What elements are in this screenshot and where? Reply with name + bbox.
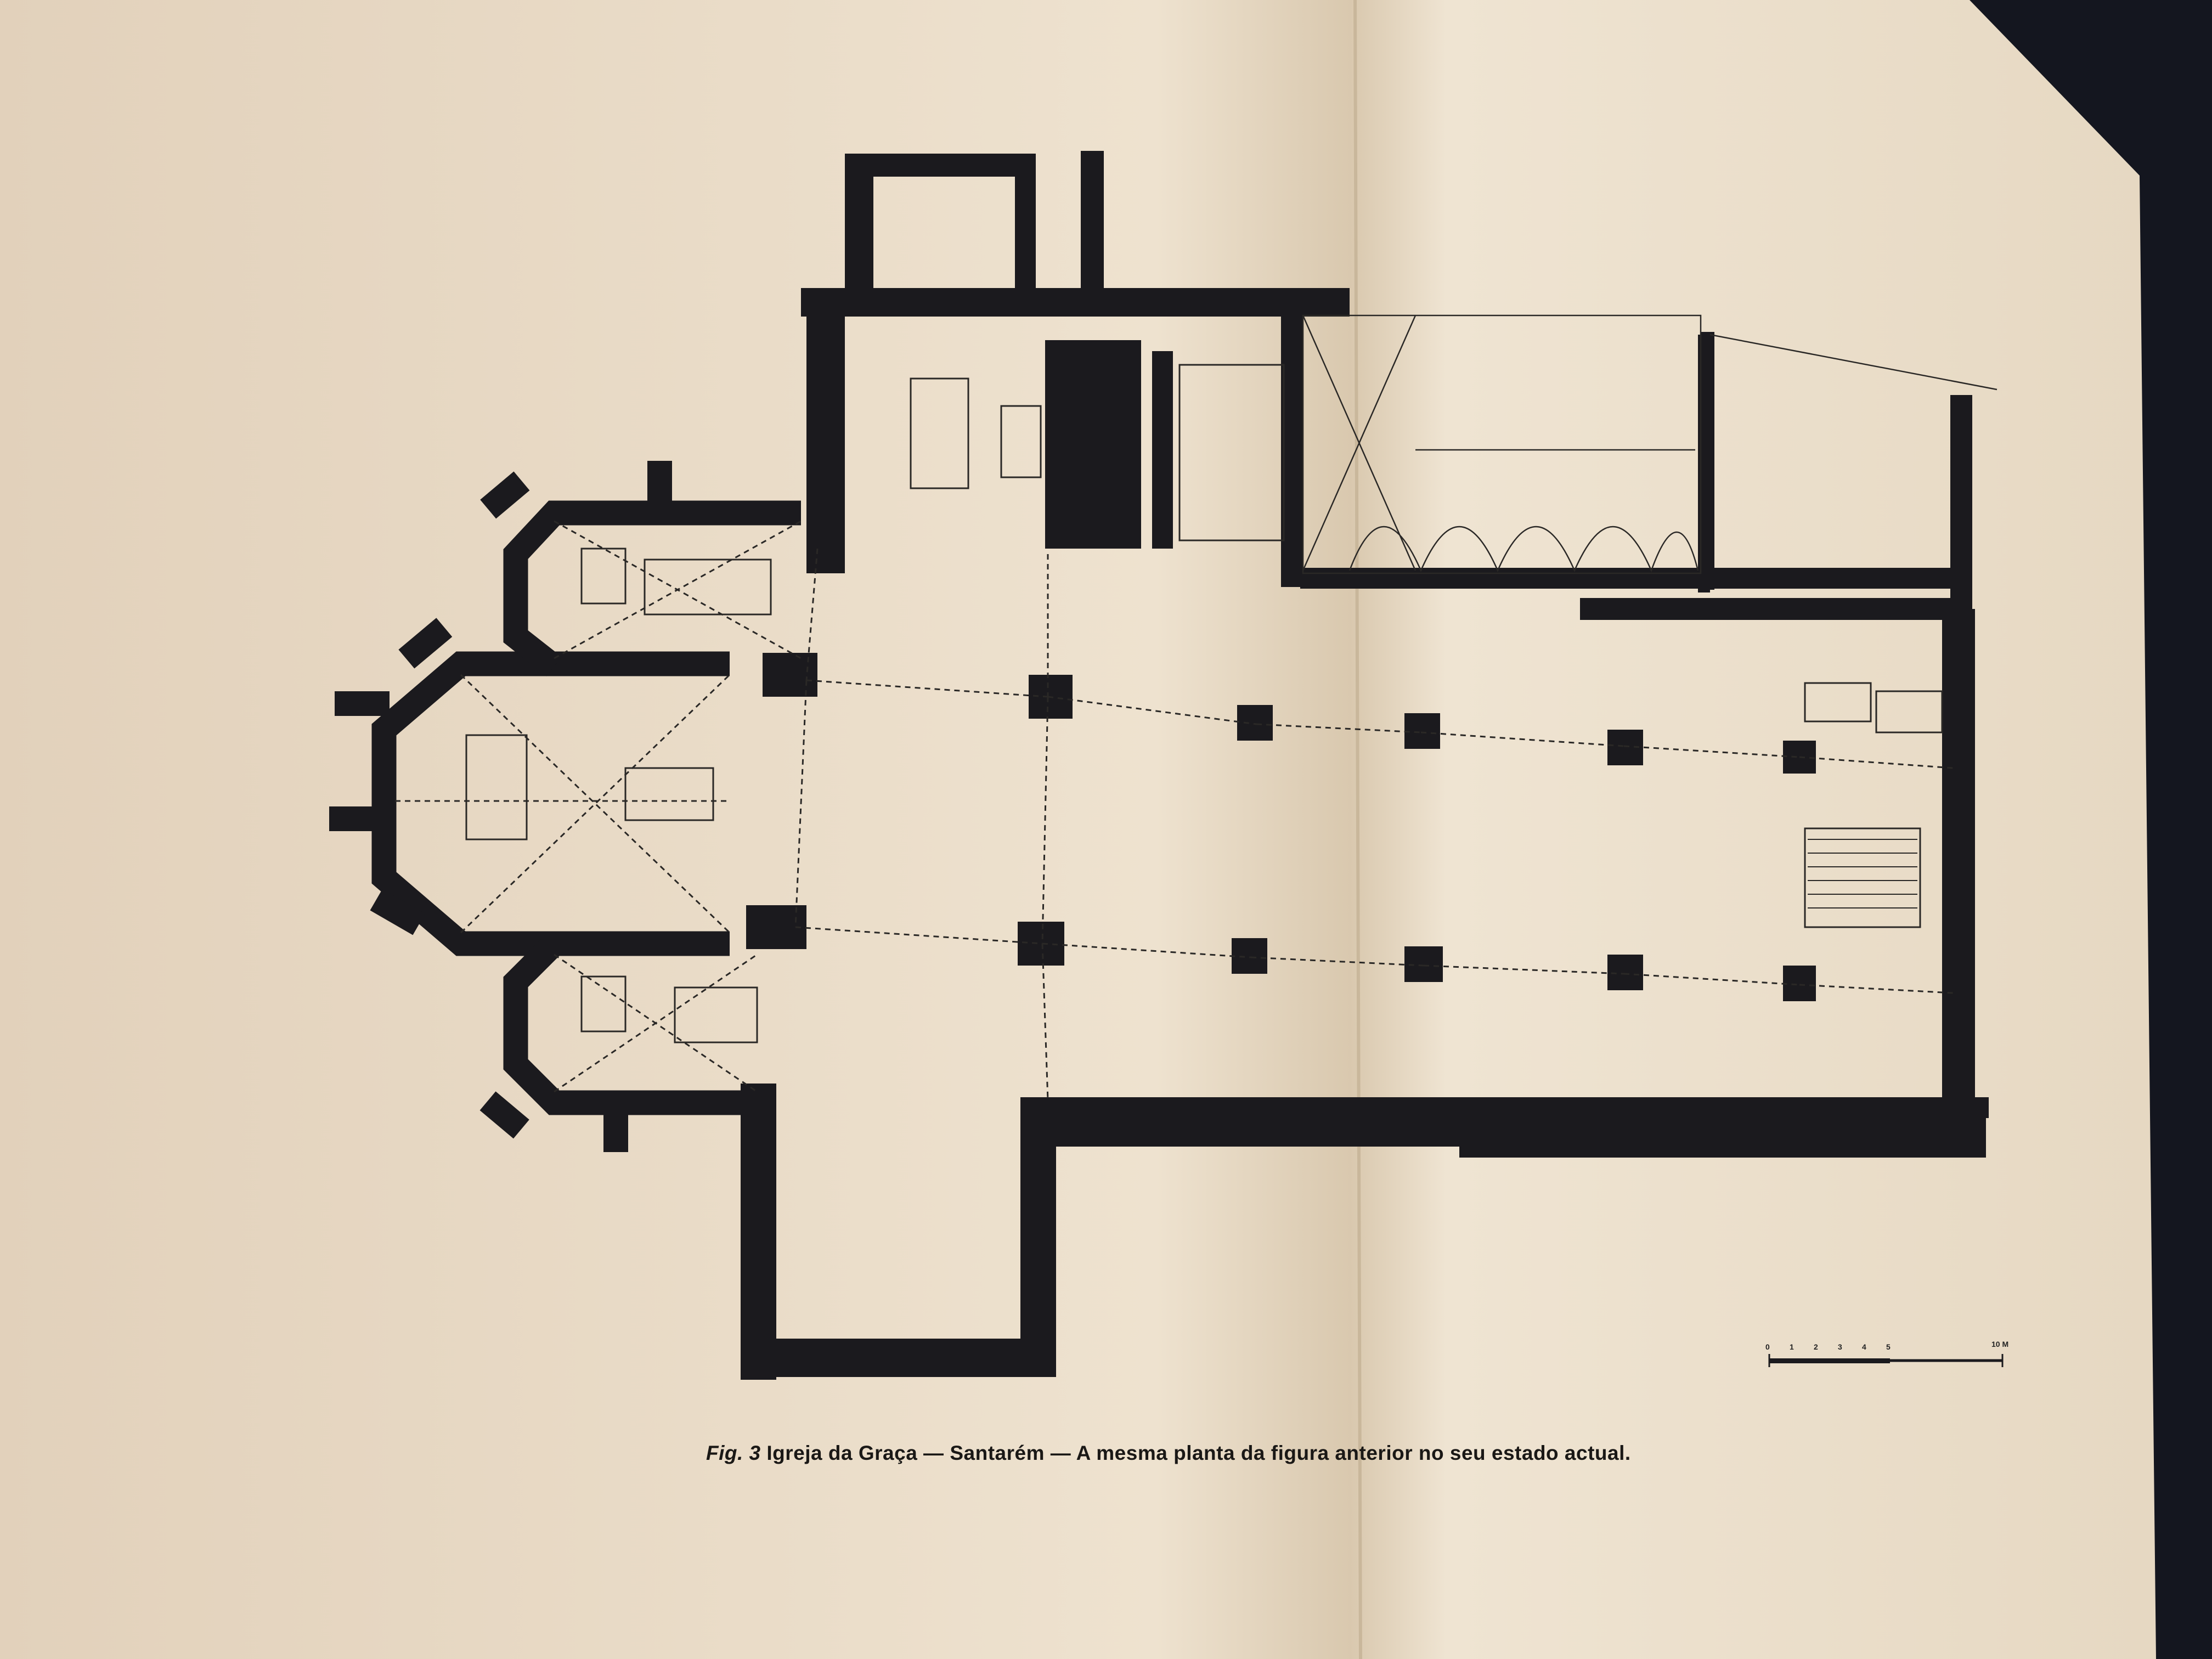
scale-tick-3: 3: [1838, 1342, 1842, 1351]
rib-line: [795, 926, 1043, 945]
top-chamber-wall-top: [845, 154, 1026, 177]
pier: [1607, 955, 1643, 990]
rib-line: [554, 953, 758, 1093]
buttress: [647, 461, 672, 516]
rib-line: [460, 674, 731, 934]
right-page: [1350, 0, 2156, 1659]
rib-line: [554, 520, 802, 659]
buttress: [398, 618, 453, 669]
altar-outline: [1000, 405, 1042, 478]
rib-line: [1041, 943, 1049, 1101]
annex-diagonal: [1302, 315, 1417, 571]
rib-line: [1042, 943, 1251, 958]
figure-number: Fig. 3: [706, 1442, 761, 1464]
apse-buttresses: [329, 461, 672, 1152]
buttress: [370, 889, 425, 935]
vault-ribs: [395, 520, 1954, 1101]
annex-vault: [1302, 314, 1997, 574]
nave-south-wall-right: [1459, 1114, 1986, 1158]
annex-room-wall: [1045, 340, 1141, 549]
bench-outline: [1804, 682, 1872, 723]
nave-piers: [746, 653, 1816, 1001]
pier: [1018, 922, 1064, 966]
pier: [1783, 966, 1816, 1001]
scale-tick-1: 1: [1790, 1342, 1794, 1351]
left-page: [0, 0, 1361, 1659]
scale-bar: [1768, 1354, 2004, 1367]
stair-steps: [1808, 839, 1917, 909]
annex-arches: [1348, 526, 1699, 573]
nave-south-wall-mid: [1056, 1108, 1462, 1147]
floor-plan: [741, 151, 1989, 1380]
top-chamber-wall-mid: [1015, 154, 1036, 307]
rib-line: [1047, 696, 1257, 725]
chapel-altar: [580, 548, 627, 605]
rib-line: [1420, 731, 1624, 747]
chapel-altar: [465, 734, 528, 840]
rib-line: [806, 679, 1048, 698]
annex-room-wall-c: [1281, 302, 1303, 587]
scale-tick-5: 5: [1886, 1342, 1891, 1351]
rib-line: [460, 674, 731, 934]
scale-bar-solid: [1769, 1358, 1890, 1363]
right-end-wall-b: [1956, 510, 1972, 587]
rib-line: [1423, 964, 1624, 975]
scale-tick-4: 4: [1862, 1342, 1866, 1351]
room-outline: [1178, 364, 1285, 541]
main-apse-wall: [371, 651, 730, 956]
figure-caption: Fig. 3 Igreja da Graça — Santarém — A me…: [706, 1442, 1803, 1465]
nave-north-wall-b: [1580, 598, 1953, 620]
transept-east-wall: [1020, 1097, 1056, 1377]
table-outline: [910, 377, 969, 489]
buttress: [480, 471, 530, 519]
crossing-pier: [763, 653, 817, 697]
scale-end-label: 10 M: [1991, 1340, 2009, 1348]
buttress: [329, 806, 390, 831]
chapel-altar: [644, 558, 772, 616]
book-gutter: [1353, 0, 1362, 1659]
buttress: [335, 691, 390, 716]
rib-line: [1041, 696, 1049, 944]
rib-line: [805, 548, 819, 681]
chapel-altar: [624, 767, 714, 821]
buttress: [479, 1091, 529, 1139]
pier: [1237, 705, 1273, 741]
figure-caption-text: Igreja da Graça — Santarém — A mesma pla…: [766, 1442, 1631, 1464]
pier: [1404, 713, 1440, 749]
rib-line: [794, 680, 808, 928]
scale-tick-2: 2: [1814, 1342, 1818, 1351]
interior-details: [465, 364, 1943, 1043]
annex-top-line: [1709, 334, 1997, 391]
nave-east-wall: [1942, 609, 1975, 1158]
bench-outline: [1875, 690, 1943, 733]
annex-divider: [1698, 335, 1710, 592]
annex-wall-west: [806, 288, 845, 573]
pier: [1232, 938, 1267, 974]
chapel-altar: [580, 975, 627, 1032]
annex-wall-north: [801, 288, 1350, 317]
transept-west-wall: [741, 1084, 776, 1380]
nave-north-wall: [1300, 568, 1959, 589]
chapel-altar: [674, 986, 758, 1043]
transept-south-wall: [741, 1339, 1056, 1377]
rib-line: [1256, 723, 1421, 733]
top-chamber-wall-east: [1081, 151, 1104, 315]
stair-outline: [1804, 827, 1921, 928]
north-chapel-wall: [503, 500, 801, 676]
top-chamber-wall-west: [845, 156, 873, 299]
buttress: [603, 1103, 628, 1152]
annex-outline: [1302, 314, 1702, 574]
scale-tick-0: 0: [1765, 1342, 1770, 1351]
annex-room-wall-b: [1152, 351, 1173, 549]
